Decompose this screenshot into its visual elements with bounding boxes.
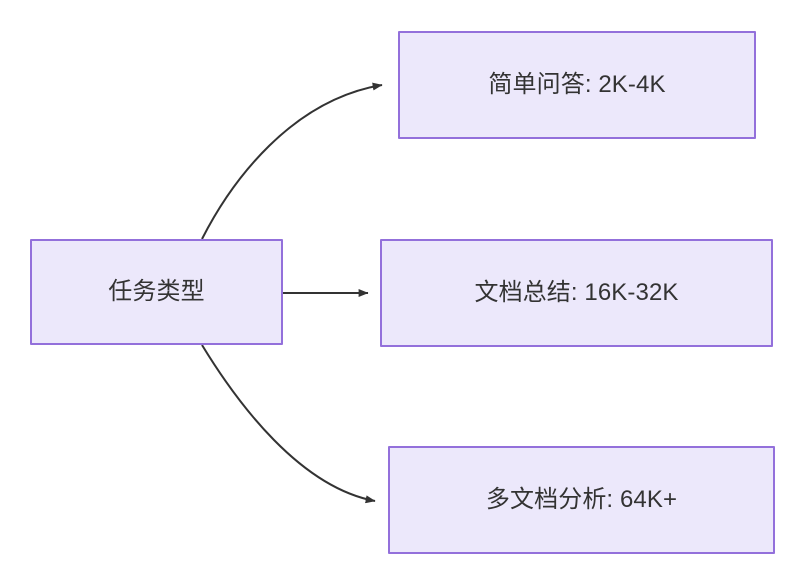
node-simple-qa[interactable]: 简单问答: 2K-4K [398,31,756,139]
node-multi-document-analysis[interactable]: 多文档分析: 64K+ [388,446,775,554]
node-task-type-label: 任务类型 [108,277,205,305]
node-multi-document-analysis-label: 多文档分析: 64K+ [485,485,678,513]
node-simple-qa-label: 简单问答: 2K-4K [488,70,666,98]
node-document-summary[interactable]: 文档总结: 16K-32K [380,239,773,347]
node-document-summary-label: 文档总结: 16K-32K [474,278,679,306]
edge-source-to-qa [201,82,383,240]
node-task-type[interactable]: 任务类型 [30,239,283,345]
edge-source-to-multidoc [201,344,376,504]
